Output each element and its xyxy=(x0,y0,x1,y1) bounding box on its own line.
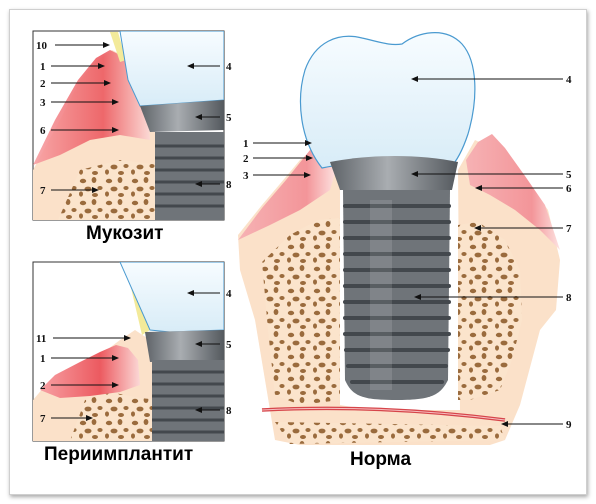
label-6: 6 xyxy=(40,125,46,137)
label-8: 8 xyxy=(226,179,232,191)
label-10: 10 xyxy=(36,40,48,52)
caption-mucositis: Мукозит xyxy=(86,223,164,244)
bone-lower xyxy=(275,422,505,444)
label-4: 4 xyxy=(226,61,232,73)
label-1: 1 xyxy=(243,138,249,150)
label-8: 8 xyxy=(566,292,572,304)
label-2: 2 xyxy=(40,380,46,392)
bone-right xyxy=(458,222,522,400)
abutment xyxy=(330,156,458,190)
label-5: 5 xyxy=(566,169,572,181)
label-8: 8 xyxy=(226,405,232,417)
gum-left xyxy=(238,145,336,240)
label-4: 4 xyxy=(226,288,232,300)
label-5: 5 xyxy=(226,339,232,351)
implant-threads xyxy=(343,204,451,384)
periimplantitis-panel: 11 1 2 7 4 5 8 xyxy=(32,261,232,442)
gum-right xyxy=(466,134,560,250)
label-7: 7 xyxy=(40,185,46,197)
label-1: 1 xyxy=(40,61,46,73)
caption-periimplantitis: Периимплантит xyxy=(44,444,194,465)
label-7: 7 xyxy=(566,223,572,235)
label-6: 6 xyxy=(566,183,572,195)
label-5: 5 xyxy=(226,112,232,124)
bone-left xyxy=(262,218,340,405)
label-7: 7 xyxy=(40,413,46,425)
caption-norm: Норма xyxy=(350,449,412,470)
label-11: 11 xyxy=(36,333,46,345)
label-3: 3 xyxy=(243,170,249,182)
implant-body xyxy=(343,190,450,400)
mucositis-panel: 10 1 2 3 6 7 4 5 8 xyxy=(32,30,232,221)
label-2: 2 xyxy=(40,78,46,90)
label-1: 1 xyxy=(40,353,46,365)
crown xyxy=(299,32,476,169)
label-4: 4 xyxy=(566,74,572,86)
label-9: 9 xyxy=(566,419,572,431)
label-2: 2 xyxy=(243,153,249,165)
norm-panel: 1 2 3 4 5 6 7 8 9 xyxy=(238,32,572,445)
label-3: 3 xyxy=(40,97,46,109)
